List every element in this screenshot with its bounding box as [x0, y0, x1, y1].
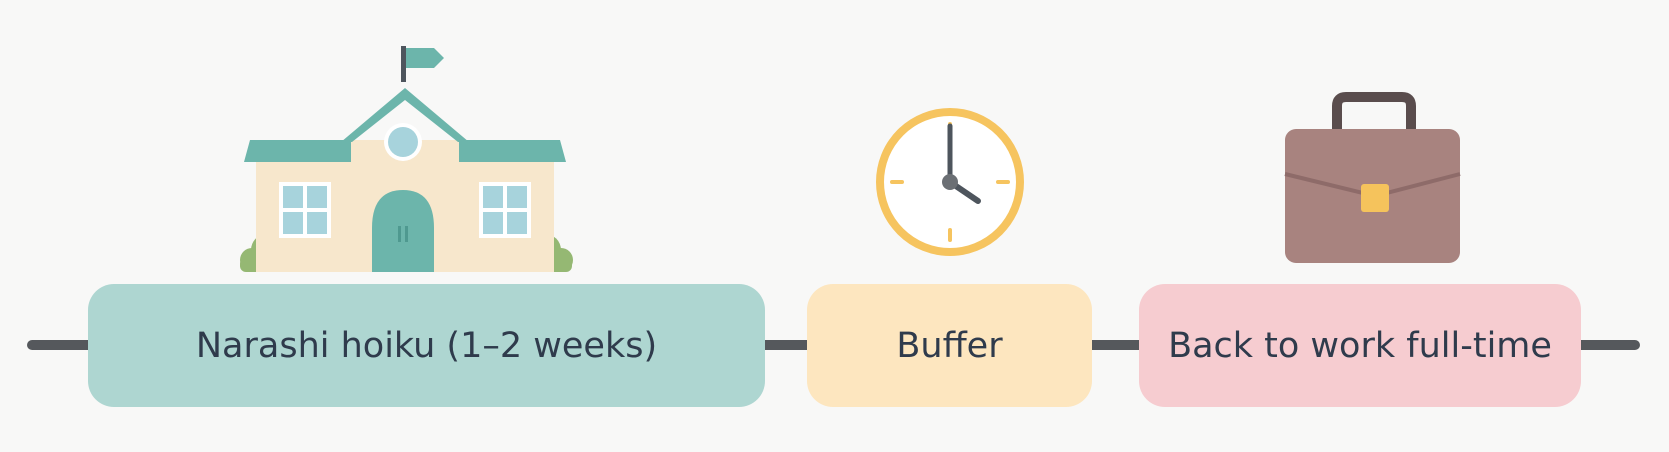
clock-icon: [870, 102, 1030, 262]
phase-back-to-work: Back to work full-time: [1139, 284, 1581, 407]
phase-buffer: Buffer: [807, 284, 1092, 407]
phase-hoiku-label: Narashi hoiku (1–2 weeks): [195, 325, 658, 366]
briefcase-icon: [1280, 92, 1470, 267]
phase-hoiku: Narashi hoiku (1–2 weeks): [88, 284, 765, 407]
school-icon: [220, 40, 590, 275]
phase-back-to-work-label: Back to work full-time: [1168, 325, 1552, 366]
phase-buffer-label: Buffer: [896, 325, 1003, 366]
